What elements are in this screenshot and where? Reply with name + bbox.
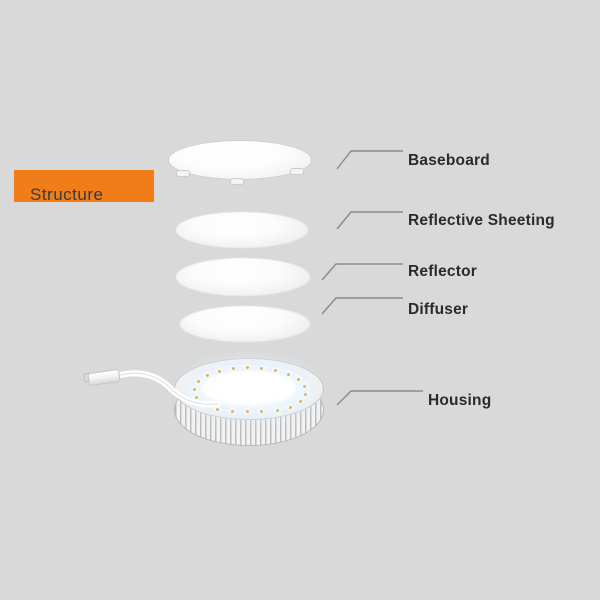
callout-label-baseboard: Baseboard (408, 152, 490, 169)
baseboard-tab-left (176, 170, 190, 177)
callout-label-reflective-sheeting: Reflective Sheeting (408, 212, 555, 229)
led-chips (188, 365, 310, 413)
callout-label-reflector: Reflector (408, 263, 477, 280)
leader-line-reflective-sheeting (336, 211, 403, 230)
reflector-part (176, 258, 310, 296)
leader-line-reflector (321, 263, 403, 281)
diffuser-part (180, 306, 310, 342)
reflective-sheeting-part (176, 212, 308, 248)
leader-line-housing (336, 390, 423, 406)
baseboard-tab-bottom (230, 178, 244, 185)
structure-badge (14, 170, 154, 202)
callout-label-diffuser: Diffuser (408, 301, 469, 318)
leader-line-baseboard (336, 150, 403, 170)
baseboard-tab-right (290, 168, 304, 175)
power-cable (113, 370, 221, 408)
structure-badge-label: Structure (30, 185, 104, 204)
callout-label-housing: Housing (428, 392, 492, 409)
leader-line-diffuser (321, 297, 403, 315)
led-inner-glow (202, 371, 296, 405)
baseboard-part (168, 140, 312, 188)
